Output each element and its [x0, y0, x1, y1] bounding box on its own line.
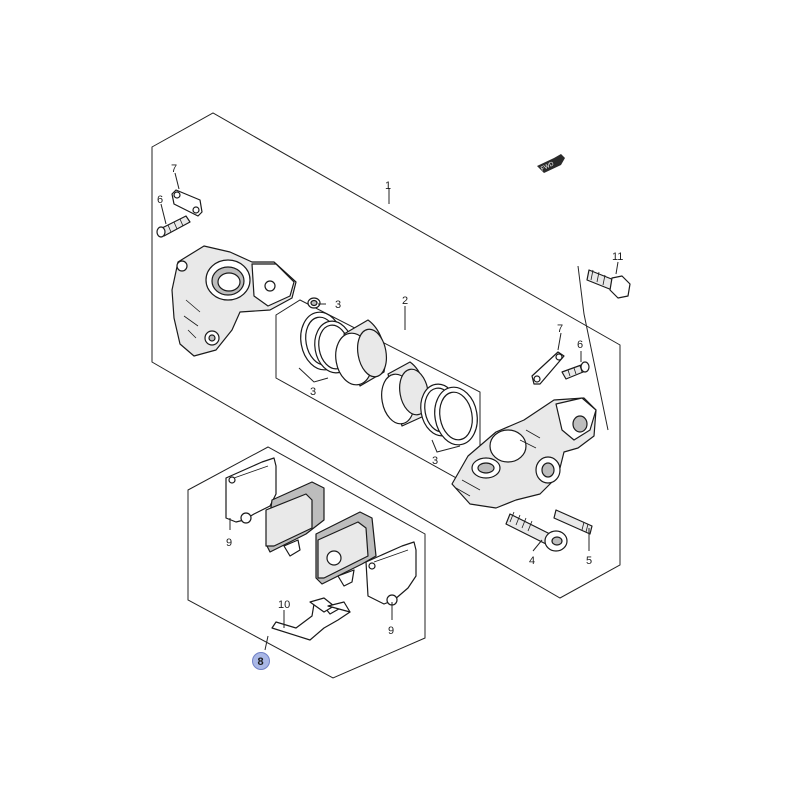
piston-right: [381, 361, 429, 427]
callout-3b: 3: [310, 386, 316, 398]
callout-2: 2: [402, 295, 408, 307]
mounting-bolt: [586, 269, 631, 299]
pin-bolt: [505, 511, 568, 552]
bleeder-screw-left: [156, 215, 191, 238]
fwd-badge-label: FWD: [540, 161, 556, 173]
callout-10: 10: [278, 599, 290, 611]
callout-8-badge[interactable]: 8: [252, 652, 270, 670]
callout-6b: 6: [577, 339, 583, 351]
caliper-body-left: [171, 245, 297, 357]
callout-6a: 6: [157, 194, 163, 206]
callout-3a: 3: [335, 299, 341, 311]
fwd-arrow-icon: FWD: [537, 154, 565, 173]
callout-7a: 7: [171, 163, 177, 175]
pad-spring: [271, 597, 351, 641]
callout-1: 1: [385, 180, 391, 192]
callout-9a: 9: [226, 537, 232, 549]
pad-set-frame: [187, 446, 426, 679]
bleeder-cap-left: [171, 189, 203, 217]
pad-shim-left: [225, 457, 277, 524]
callout-3c: 3: [432, 455, 438, 467]
seal-small-o-ring: [307, 297, 321, 309]
callout-9b: 9: [388, 625, 394, 637]
bleeder-cap-right: [531, 351, 565, 385]
piston-seal-outer-right: [434, 386, 478, 446]
slide-pin: [553, 509, 593, 535]
caliper-assembly-frame: [151, 112, 621, 599]
callout-7b: 7: [557, 323, 563, 335]
brake-pad-left: [265, 481, 325, 557]
piston-left: [335, 319, 388, 387]
callout-8: 8: [258, 656, 264, 668]
callout-4: 4: [529, 555, 535, 567]
leader-lines: [160, 172, 619, 651]
brake-pad-right: [315, 511, 377, 587]
callout-11: 11: [612, 251, 623, 263]
pad-shim-right: [365, 541, 417, 606]
bleeder-screw-right: [561, 361, 590, 380]
caliper-body-right: [451, 397, 597, 509]
callout-5: 5: [586, 555, 592, 567]
